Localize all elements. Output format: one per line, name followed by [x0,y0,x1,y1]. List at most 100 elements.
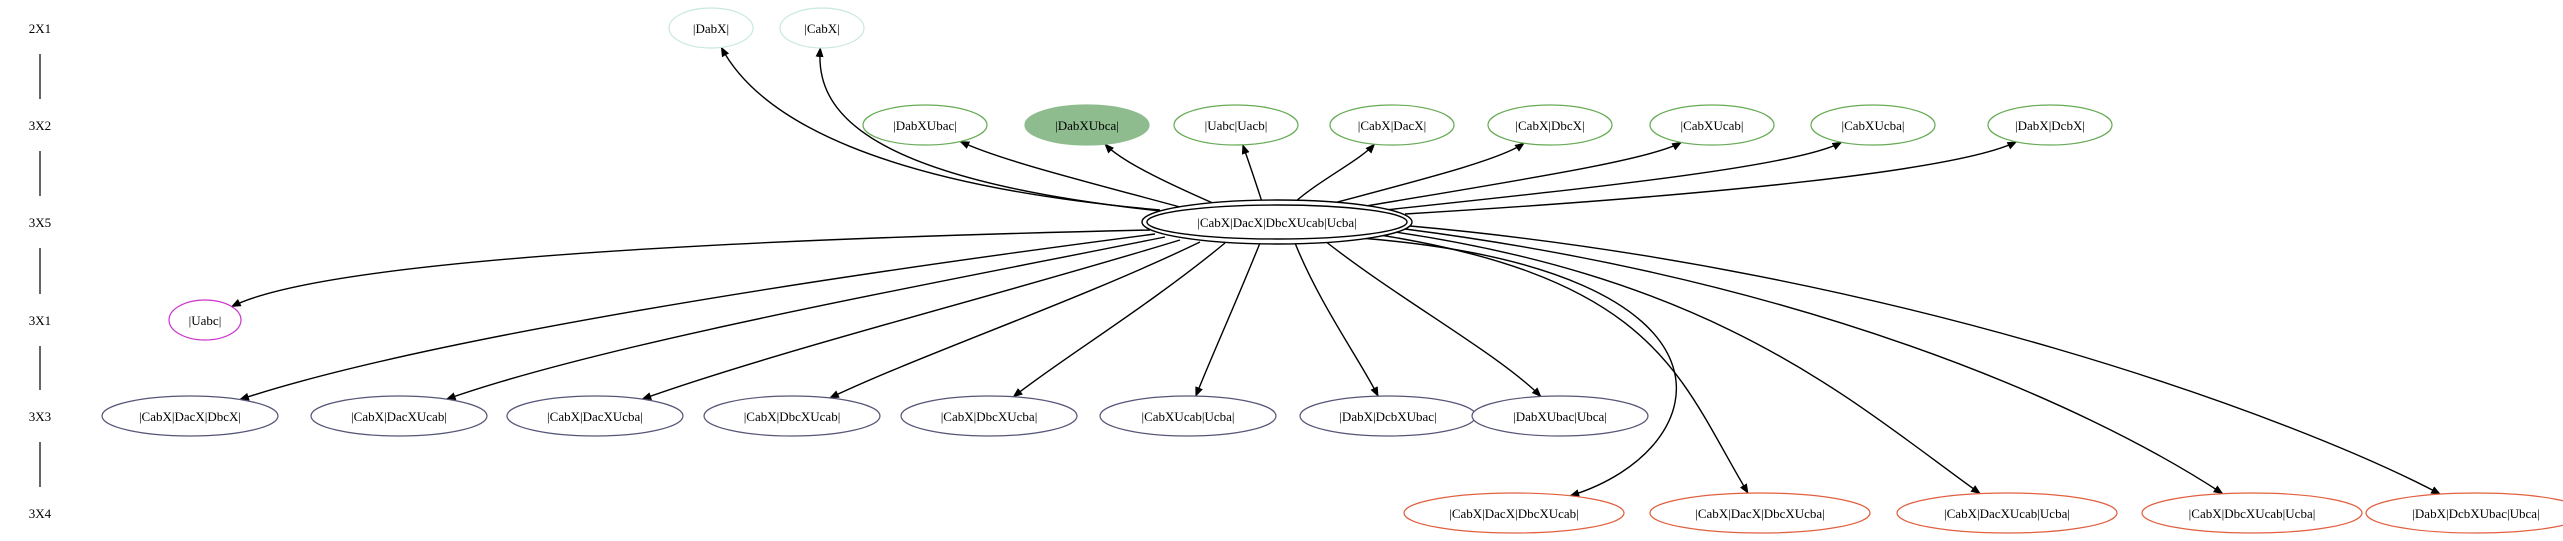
node-ellipse [1987,104,2113,146]
node-n3x4d[interactable]: |CabX|DbcXUcab|Ucba| [2141,492,2363,534]
edge-layer [230,46,2442,497]
node-label: |CabX| [804,21,840,36]
node-ellipse [779,7,865,49]
node-n3x2f[interactable]: |CabXUcab| [1649,104,1775,146]
rank-label-3x1: 3X1 [29,313,51,328]
node-n3x4a[interactable]: |CabX|DacX|DbcXUcab| [1403,492,1625,534]
edge-center-to-n2x1a [720,46,1161,211]
node-n3x2h[interactable]: |DabX|DcbX| [1987,104,2113,146]
node-label: |Uabc|Uacb| [1205,118,1268,133]
node-label: |DabX|DcbX| [2015,118,2085,133]
node-n3x2d[interactable]: |CabX|DacX| [1329,104,1455,146]
node-ellipse [1403,492,1625,534]
node-ellipse [668,7,754,49]
node-label: |CabX|DacX|DbcXUcab| [1449,506,1579,521]
node-ellipse [1896,492,2118,534]
node-n3x3h[interactable]: |DabXUbac|Ubca| [1471,395,1649,437]
node-n3x4c[interactable]: |CabX|DacXUcab|Ucba| [1896,492,2118,534]
node-n3x4b[interactable]: |CabX|DacX|DbcXUcba| [1649,492,1871,534]
node-ellipse [2141,492,2363,534]
rank-axis: 2X1 3X2 3X5 3X1 3X3 3X4 [29,21,52,521]
edge-center-to-n3x3g [1294,242,1379,397]
node-label: |CabX|DbcX| [1515,118,1584,133]
edge-center-to-n3x3b [445,236,1166,400]
node-inner-ellipse [1146,204,1408,240]
rank-label-3x2: 3X2 [29,118,51,133]
node-n3x3b[interactable]: |CabX|DacXUcab| [310,395,488,437]
edge-center-to-n3x2e [1329,142,1525,205]
rank-label-2x1: 2X1 [29,21,51,36]
node-label: |DabX|DcbXUbac|Ubca| [2412,506,2539,521]
node-n3x2b[interactable]: |DabXUbca| [1024,104,1150,146]
edge-center-to-n3x4e [1409,225,2442,495]
node-n3x2e[interactable]: |CabX|DbcX| [1487,104,1613,146]
node-ellipse [2365,492,2563,534]
node-ellipse [506,395,684,437]
edge-center-to-n3x1a [230,229,1151,308]
node-n3x2g[interactable]: |CabXUcba| [1810,104,1936,146]
node-ellipse [101,395,279,437]
node-n3x2a[interactable]: |DabXUbac| [862,104,988,146]
edge-center-to-n3x4b [1379,234,1749,494]
node-ellipse [1810,104,1936,146]
node-label: |CabXUcba| [1842,118,1905,133]
node-n3x3c[interactable]: |CabX|DacXUcba| [506,395,684,437]
node-ellipse [1471,395,1649,437]
node-center[interactable]: |CabX|DacX|DbcXUcab|Ucba| [1141,199,1413,245]
node-n3x1a[interactable]: |Uabc| [168,299,242,341]
node-label: |DabX| [693,21,729,36]
node-label: |Uabc| [189,313,222,328]
node-label: |CabX|DbcXUcab| [744,409,841,424]
node-label: |CabX|DacX| [1358,118,1426,133]
edge-center-to-n3x3c [641,239,1181,400]
node-ellipse [1099,395,1277,437]
edge-center-to-n3x3d [828,241,1201,399]
edge-center-to-n3x2a [959,140,1181,208]
node-label: |CabXUcab| [1681,118,1744,133]
node-label: |CabX|DacX|DbcX| [139,409,241,424]
node-n3x3a[interactable]: |CabX|DacX|DbcX| [101,395,279,437]
node-n3x2c[interactable]: |Uabc|Uacb| [1173,104,1299,146]
rank-label-3x3: 3X3 [29,409,51,424]
edge-center-to-n3x4c [1394,231,1981,495]
edge-center-to-n3x2d [1294,143,1376,203]
node-label: |CabX|DacXUcab| [351,409,447,424]
edge-center-to-n3x3f [1195,242,1261,398]
node-ellipse [1329,104,1455,146]
node-n3x3f[interactable]: |CabXUcab|Ucba| [1099,395,1277,437]
node-label: |DabXUbca| [1055,118,1119,133]
node-label: |CabX|DacX|DbcXUcba| [1695,506,1825,521]
node-label: |CabX|DacXUcab|Ucba| [1944,506,2070,521]
node-ellipse [1487,104,1613,146]
node-ellipse [168,299,242,341]
node-n2x1b[interactable]: |CabX| [779,7,865,49]
node-label: |CabX|DbcXUcab|Ucba| [2189,506,2316,521]
node-label: |CabX|DacXUcba| [547,409,643,424]
node-ellipse [1649,104,1775,146]
node-label: |CabX|DacX|DbcXUcab|Ucba| [1197,215,1357,230]
node-n3x3g[interactable]: |DabX|DcbXUbac| [1299,395,1477,437]
node-n2x1a[interactable]: |DabX| [668,7,754,49]
node-ellipse [1649,492,1871,534]
node-ellipse [1173,104,1299,146]
node-n3x4e[interactable]: |DabX|DcbXUbac|Ubca| [2365,492,2563,534]
edge-center-to-n3x3h [1324,240,1542,398]
edge-center-to-n3x3a [238,233,1156,401]
rank-label-3x5: 3X5 [29,215,51,230]
node-label: |DabXUbac| [893,118,957,133]
node-ellipse [1024,104,1150,146]
edge-center-to-n3x4a [1359,237,1678,497]
rank-label-3x4: 3X4 [29,506,52,521]
edge-center-to-n3x4d [1404,228,2224,495]
node-label: |DabX|DcbXUbac| [1339,409,1436,424]
edge-center-to-n3x2g [1384,141,1843,211]
edge-center-to-n3x2h [1404,141,2018,215]
node-ellipse [310,395,488,437]
edge-center-to-n2x1b [815,47,1171,213]
node-ellipse [862,104,988,146]
edge-center-to-n3x3e [1012,242,1226,398]
edge-center-to-n3x2f [1359,141,1683,208]
node-n3x3e[interactable]: |CabX|DbcXUcba| [900,395,1078,437]
node-n3x3d[interactable]: |CabX|DbcXUcab| [703,395,881,437]
